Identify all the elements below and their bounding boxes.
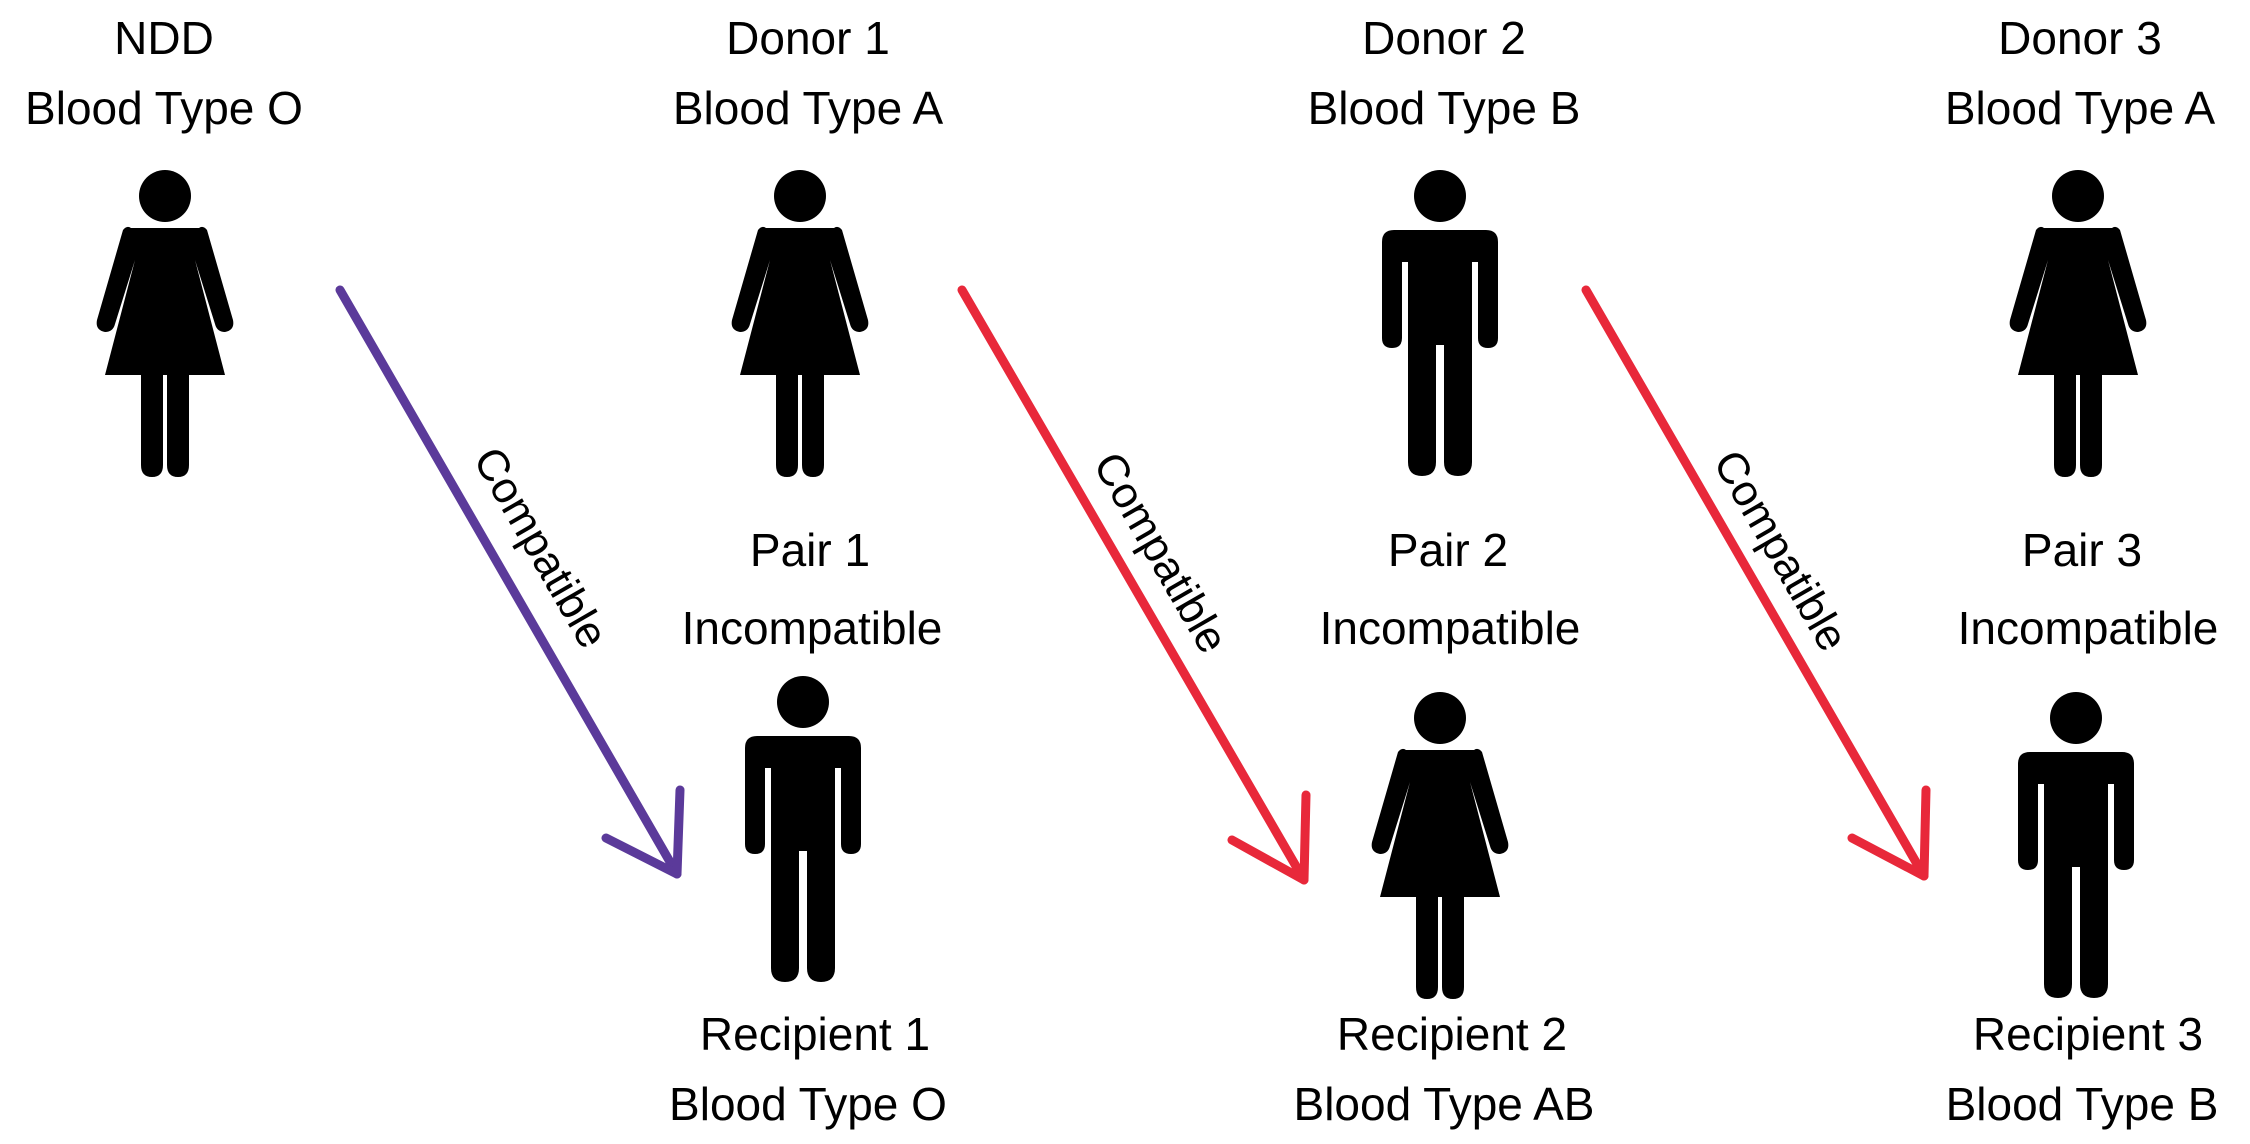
compatible-arrow-pair-2: [1581, 285, 1931, 881]
recipient-blood-type: Blood Type AB: [1294, 1078, 1595, 1130]
donor-name: Donor 2: [1362, 12, 1526, 64]
female-figure-icon: [96, 170, 234, 477]
pair-name: Pair 1: [750, 524, 870, 576]
female-figure-icon: [1371, 692, 1509, 999]
recipient-name: Recipient 3: [1973, 1008, 2203, 1060]
donor-blood-type: Blood Type A: [1945, 82, 2216, 134]
pair-name: Pair 3: [2022, 524, 2142, 576]
recipient-name: Recipient 1: [700, 1008, 930, 1060]
recipient-name: Recipient 2: [1337, 1008, 1567, 1060]
female-figure-icon: [731, 170, 869, 477]
donor-blood-type: Blood Type B: [1308, 82, 1581, 134]
donor-blood-type: Blood Type A: [673, 82, 944, 134]
male-figure-icon: [1382, 170, 1498, 476]
pair-status: Incompatible: [1958, 602, 2219, 654]
donor-blood-type: Blood Type O: [25, 82, 303, 134]
donor-name: Donor 3: [1998, 12, 2162, 64]
recipient-blood-type: Blood Type B: [1946, 1078, 2219, 1130]
pair-name: Pair 2: [1388, 524, 1508, 576]
female-figure-icon: [2009, 170, 2147, 477]
compatible-arrow-ndd: [335, 285, 685, 879]
donor-name: NDD: [114, 12, 214, 64]
recipient-blood-type: Blood Type O: [669, 1078, 947, 1130]
male-figure-icon: [2018, 692, 2134, 998]
donor-name: Donor 1: [726, 12, 890, 64]
male-figure-icon: [745, 676, 861, 982]
pair-status: Incompatible: [682, 602, 943, 654]
pair-status: Incompatible: [1320, 602, 1581, 654]
compatible-arrow-pair-1: [957, 285, 1311, 885]
